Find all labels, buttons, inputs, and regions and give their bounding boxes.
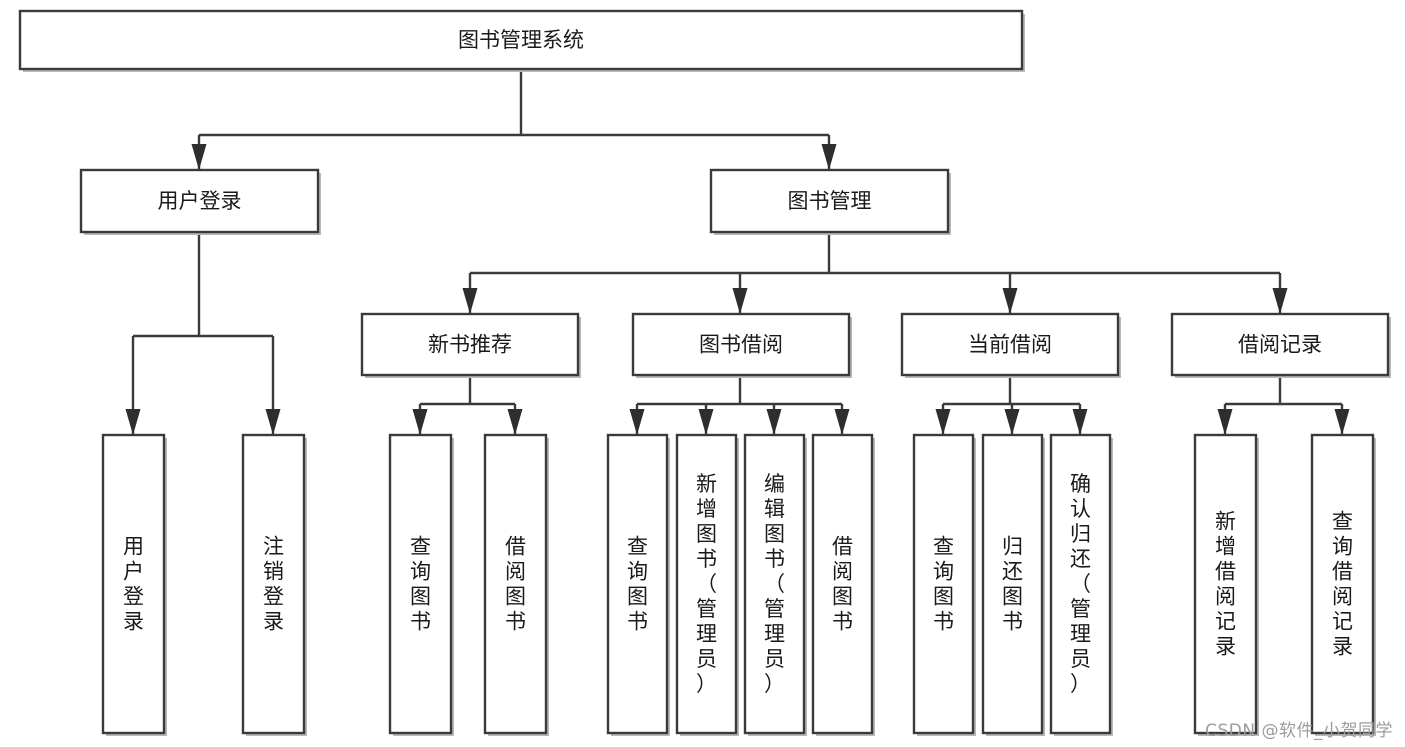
node-box <box>811 433 874 735</box>
node-l6[interactable]: 新增图书（管理员） <box>675 433 739 736</box>
connector-n3c-to-leaves <box>935 375 1088 435</box>
node-l8[interactable]: 借阅图书 <box>811 433 875 736</box>
connector-n3b-to-leaves <box>629 375 850 435</box>
node-l11[interactable]: 确认归还（管理员） <box>1049 433 1113 736</box>
node-label: 当前借阅 <box>968 333 1052 357</box>
node-box <box>101 433 166 735</box>
node-label: 查询图书 <box>627 535 648 634</box>
node-box <box>1170 312 1390 377</box>
node-label: 归还图书 <box>1002 535 1023 634</box>
node-l9[interactable]: 查询图书 <box>912 433 976 736</box>
node-n2a[interactable]: 用户登录 <box>79 168 321 235</box>
node-l4[interactable]: 借阅图书 <box>483 433 549 736</box>
node-l3[interactable]: 查询图书 <box>388 433 454 736</box>
node-box <box>241 433 306 735</box>
node-box <box>483 433 548 735</box>
connector-n3d-to-leaves <box>1217 375 1350 435</box>
node-label: 新增借阅记录 <box>1215 510 1236 659</box>
connector-n3a-to-leaves <box>412 375 523 435</box>
edges-layer <box>125 69 1350 435</box>
node-label: 图书管理系统 <box>458 28 584 52</box>
node-l7[interactable]: 编辑图书（管理员） <box>743 433 807 736</box>
node-label: 新书推荐 <box>428 333 512 357</box>
node-label: 查询借阅记录 <box>1332 510 1353 659</box>
node-box <box>388 433 453 735</box>
node-label: 图书借阅 <box>699 333 783 357</box>
node-l1[interactable]: 用户登录 <box>101 433 167 736</box>
node-box <box>1310 433 1375 735</box>
watermark-text: CSDN @软件_小贺同学 <box>1205 721 1393 741</box>
node-label: 查询图书 <box>933 535 954 634</box>
node-label: 借阅记录 <box>1238 333 1322 357</box>
node-label: 注销登录 <box>263 535 284 634</box>
node-n2b[interactable]: 图书管理 <box>709 168 951 235</box>
node-box <box>1049 433 1112 735</box>
connector-root-to-level2 <box>191 69 837 170</box>
node-n3d[interactable]: 借阅记录 <box>1170 312 1391 378</box>
node-box <box>981 433 1044 735</box>
node-l13[interactable]: 查询借阅记录 <box>1310 433 1376 736</box>
node-n3c[interactable]: 当前借阅 <box>900 312 1121 378</box>
node-label: 编辑图书（管理员） <box>764 472 785 696</box>
node-box <box>912 433 975 735</box>
node-label: 确认归还（管理员） <box>1070 472 1091 696</box>
node-label: 图书管理 <box>788 189 872 213</box>
node-box <box>606 433 669 735</box>
node-box <box>1193 433 1258 735</box>
node-label: 新增图书（管理员） <box>696 472 717 696</box>
node-n3a[interactable]: 新书推荐 <box>360 312 581 378</box>
connector-level2a-to-leaves <box>125 232 281 435</box>
node-box <box>743 433 806 735</box>
node-label: 查询图书 <box>410 535 431 634</box>
nodes-layer: 图书管理系统用户登录图书管理新书推荐图书借阅当前借阅借阅记录用户登录注销登录查询… <box>18 9 1391 736</box>
node-n3b[interactable]: 图书借阅 <box>631 312 852 378</box>
node-box <box>79 168 320 234</box>
node-box <box>709 168 950 234</box>
node-label: 借阅图书 <box>832 535 853 634</box>
node-root[interactable]: 图书管理系统 <box>18 9 1025 72</box>
node-l10[interactable]: 归还图书 <box>981 433 1045 736</box>
node-label: 用户登录 <box>158 189 242 213</box>
node-label: 用户登录 <box>123 535 144 634</box>
node-l12[interactable]: 新增借阅记录 <box>1193 433 1259 736</box>
node-l2[interactable]: 注销登录 <box>241 433 307 736</box>
node-l5[interactable]: 查询图书 <box>606 433 670 736</box>
node-box <box>631 312 851 377</box>
node-box <box>18 9 1024 71</box>
node-label: 借阅图书 <box>505 535 526 634</box>
node-box <box>900 312 1120 377</box>
node-box <box>360 312 580 377</box>
connector-level2b-to-level3 <box>462 232 1288 314</box>
node-box <box>675 433 738 735</box>
